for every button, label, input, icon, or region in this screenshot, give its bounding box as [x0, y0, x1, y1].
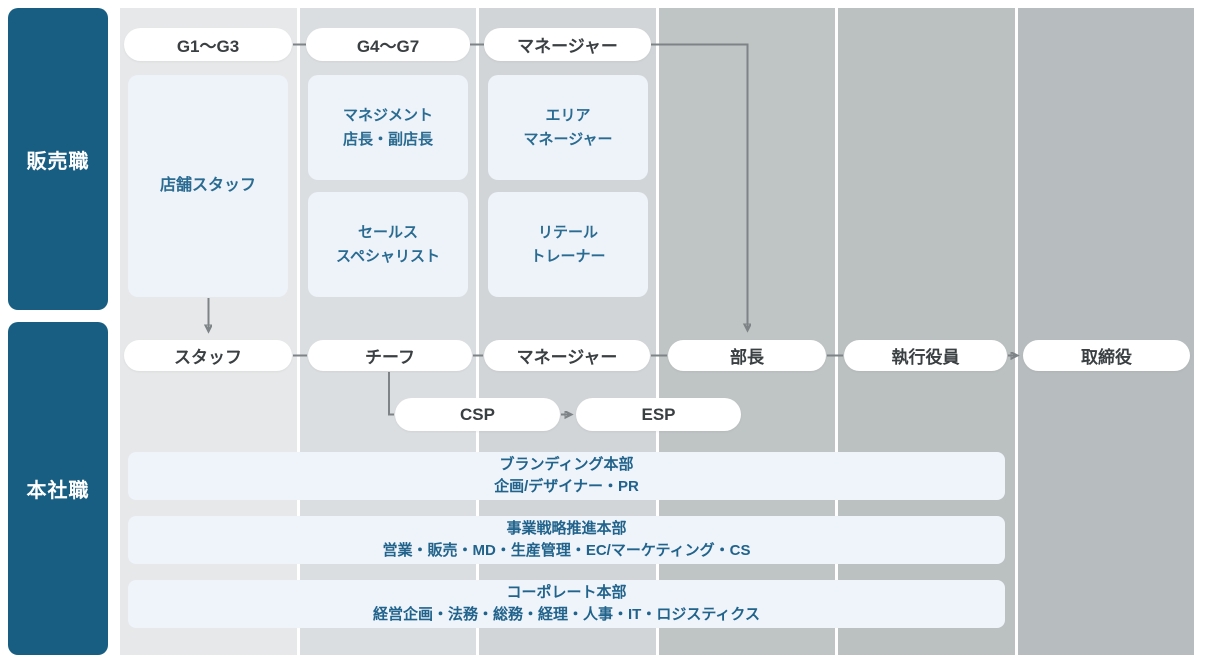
- role-box-retail-trainer-label: リテール トレーナー: [530, 223, 606, 265]
- role-box-area-manager-label: エリア マネージャー: [523, 106, 613, 148]
- grade-pill-g4-g7-label: G4〜G7: [356, 37, 420, 56]
- head-office-category-label: 本社職: [26, 480, 90, 502]
- grade-pill-sales-manager: マネージャー: [484, 28, 651, 61]
- specialist-pill-esp: ESP: [576, 398, 741, 431]
- rank-pill-chief-label: チーフ: [365, 348, 415, 367]
- rank-pill-director: 取締役: [1023, 340, 1190, 371]
- rank-pill-staff: スタッフ: [124, 340, 292, 371]
- role-box-management: マネジメント 店長・副店長: [308, 75, 468, 180]
- specialist-pill-csp: CSP: [395, 398, 560, 431]
- role-box-retail-trainer: リテール トレーナー: [488, 192, 648, 297]
- specialist-pill-csp-label: CSP: [460, 404, 495, 424]
- role-box-area-manager: エリア マネージャー: [488, 75, 648, 180]
- role-box-store-staff: 店舗スタッフ: [128, 75, 288, 297]
- rank-pill-staff-label: スタッフ: [174, 348, 242, 367]
- rank-pill-bucho-label: 部長: [730, 348, 764, 367]
- rank-pill-director-label: 取締役: [1081, 348, 1132, 367]
- division-bar-business-strategy-title: 事業戦略推進本部: [506, 519, 627, 537]
- division-bar-corporate: コーポレート本部 経営企画・法務・総務・経理・人事・IT・ロジスティクス: [128, 580, 1005, 628]
- sales-category-block: 販売職: [8, 8, 108, 310]
- grade-pill-sales-manager-label: マネージャー: [517, 37, 618, 56]
- role-box-sales-specialist-label: セールス スペシャリスト: [336, 223, 440, 265]
- specialist-pill-esp-label: ESP: [641, 404, 676, 424]
- rank-pill-manager-label: マネージャー: [516, 348, 618, 367]
- division-bar-branding: ブランディング本部 企画/デザイナー・PR: [128, 452, 1005, 500]
- division-bar-branding-members: 企画/デザイナー・PR: [494, 478, 639, 495]
- rank-pill-executive-officer-label: 執行役員: [891, 348, 960, 367]
- division-bar-business-strategy-members: 営業・販売・MD・生産管理・EC/マーケティング・CS: [382, 542, 751, 559]
- division-bar-corporate-title: コーポレート本部: [506, 583, 627, 601]
- role-box-store-staff-label: 店舗スタッフ: [159, 177, 256, 195]
- grade-pill-g1-g3-label: G1〜G3: [176, 37, 240, 56]
- column-stripe-6: [1017, 8, 1194, 655]
- rank-pill-bucho: 部長: [668, 340, 826, 371]
- role-box-sales-specialist: セールス スペシャリスト: [308, 192, 468, 297]
- division-bar-corporate-members: 経営企画・法務・総務・経理・人事・IT・ロジスティクス: [373, 606, 760, 623]
- head-office-category-block: 本社職: [8, 322, 108, 655]
- division-bar-branding-title: ブランディング本部: [499, 455, 634, 473]
- grade-pill-g4-g7: G4〜G7: [306, 28, 470, 61]
- rank-pill-chief: チーフ: [308, 340, 472, 371]
- sales-category-label: 販売職: [26, 150, 90, 173]
- division-bar-business-strategy: 事業戦略推進本部 営業・販売・MD・生産管理・EC/マーケティング・CS: [128, 516, 1005, 564]
- rank-pill-executive-officer: 執行役員: [844, 340, 1007, 371]
- role-box-management-label: マネジメント 店長・副店長: [342, 106, 433, 148]
- rank-pill-manager: マネージャー: [484, 340, 650, 371]
- grade-pill-g1-g3: G1〜G3: [124, 28, 292, 61]
